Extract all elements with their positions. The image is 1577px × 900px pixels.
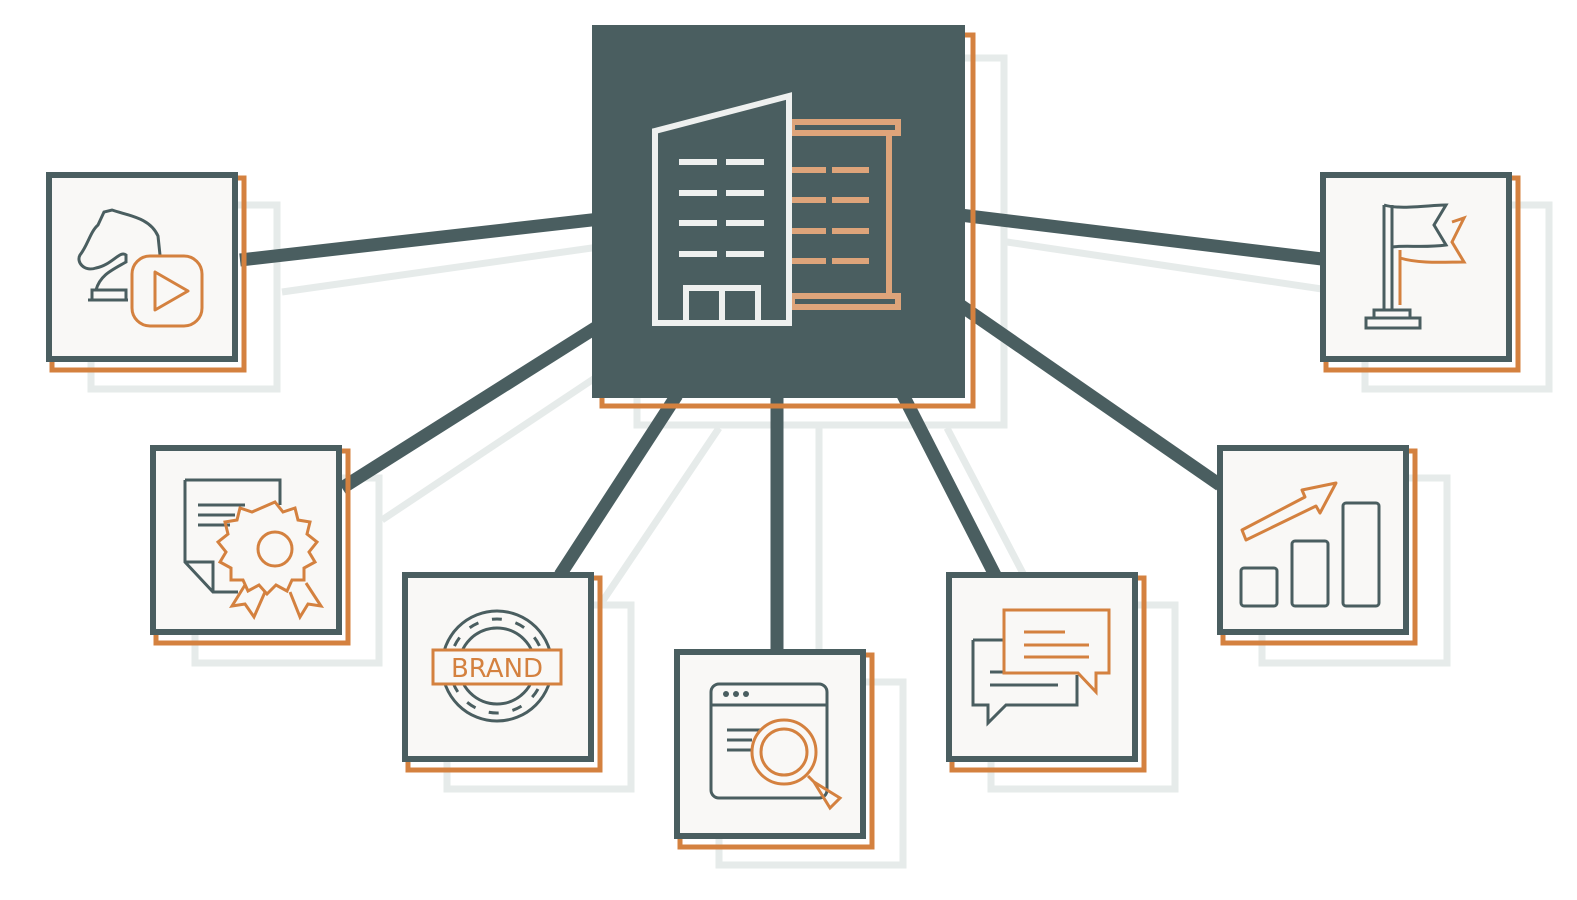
connector-brand [554,391,683,579]
node-flag[interactable] [1320,172,1521,373]
browser-search-icon [709,682,843,811]
node-card [46,172,238,362]
connectors [239,208,1323,650]
office-building-icon [652,92,901,326]
hub-node[interactable] [592,25,976,409]
connector-document [338,319,604,494]
connector-flag [959,208,1323,266]
node-card [1320,172,1512,362]
document-gear-badge-icon [183,478,325,621]
node-document-gear[interactable] [150,445,351,646]
node-chess-video[interactable] [46,172,247,373]
flag-icon [1364,203,1467,330]
node-card [1217,445,1409,635]
node-chat[interactable] [946,572,1147,773]
node-growth[interactable] [1217,445,1418,646]
chess-knight-video-icon [77,208,204,328]
node-brand[interactable]: BRAND [402,572,603,773]
brand-stamp-icon: BRAND [431,609,563,723]
connector-growth [956,299,1224,491]
brand-label: BRAND [451,654,543,684]
connector-chess [239,212,601,267]
node-web-search[interactable] [674,649,875,850]
bar-chart-growth-icon [1239,481,1381,608]
chat-bubbles-icon [971,608,1111,727]
connector-chat [897,392,1001,578]
